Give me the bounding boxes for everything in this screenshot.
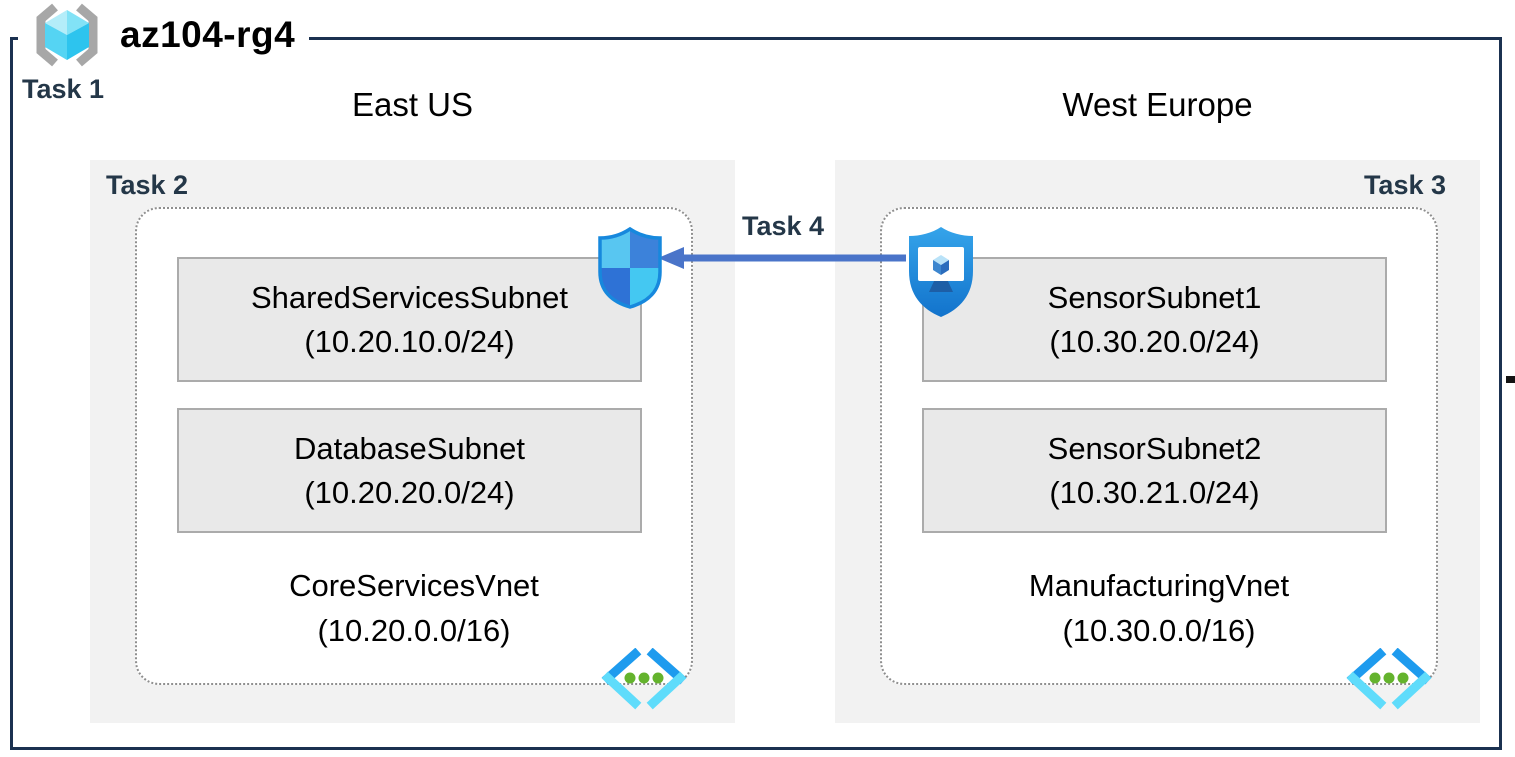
subnet-cidr: (10.30.21.0/24) xyxy=(1049,474,1260,510)
subnet-sensor1: SensorSubnet1 (10.30.20.0/24) xyxy=(922,257,1387,382)
subnet-name: DatabaseSubnet xyxy=(294,430,525,466)
subnet-database: DatabaseSubnet (10.20.20.0/24) xyxy=(177,408,642,533)
resource-group-icon xyxy=(36,3,98,67)
subnet-cidr: (10.30.20.0/24) xyxy=(1049,323,1260,359)
resource-group-name: az104-rg4 xyxy=(120,14,296,55)
resource-group-header: az104-rg4 xyxy=(18,0,310,70)
subnet-sensor2: SensorSubnet2 (10.30.21.0/24) xyxy=(922,408,1387,533)
bastion-icon xyxy=(909,227,973,317)
vnet-label-manufacturing: ManufacturingVnet (10.30.0.0/16) xyxy=(882,563,1436,653)
region-label-east-us: East US xyxy=(351,86,474,123)
vnet-label-coreservices: CoreServicesVnet (10.20.0.0/16) xyxy=(137,563,691,653)
task-4-label: Task 4 xyxy=(741,211,825,241)
resource-group-boundary xyxy=(10,37,1502,750)
region-east-us: Task 2 SharedServicesSubnet (10.20.10.0/… xyxy=(90,160,735,723)
vnet-cidr: (10.20.0.0/16) xyxy=(317,613,511,648)
edge-tick-mark xyxy=(1506,376,1515,383)
vnet-manufacturing: SensorSubnet1 (10.30.20.0/24) SensorSubn… xyxy=(880,207,1438,710)
vnet-cidr: (10.30.0.0/16) xyxy=(1062,613,1256,648)
subnet-sharedservices: SharedServicesSubnet (10.20.10.0/24) xyxy=(177,257,642,382)
virtual-network-icon xyxy=(601,648,687,710)
subnet-name: SensorSubnet1 xyxy=(1047,279,1262,315)
peering-arrow xyxy=(658,247,906,269)
vnet-name: ManufacturingVnet xyxy=(1028,568,1290,603)
task-3-label: Task 3 xyxy=(1363,170,1446,200)
virtual-network-icon xyxy=(1346,648,1432,710)
subnet-name: SharedServicesSubnet xyxy=(250,279,569,315)
subnet-cidr: (10.20.10.0/24) xyxy=(304,323,515,359)
subnet-cidr: (10.20.20.0/24) xyxy=(304,474,515,510)
region-label-west-europe: West Europe xyxy=(1062,86,1253,123)
vnet-name: CoreServicesVnet xyxy=(289,568,539,603)
task-1-label: Task 1 xyxy=(22,74,105,104)
network-security-group-icon xyxy=(598,226,662,309)
subnet-name: SensorSubnet2 xyxy=(1047,430,1262,466)
task-2-label: Task 2 xyxy=(106,170,189,200)
vnet-coreservices: SharedServicesSubnet (10.20.10.0/24) Dat… xyxy=(135,207,693,710)
